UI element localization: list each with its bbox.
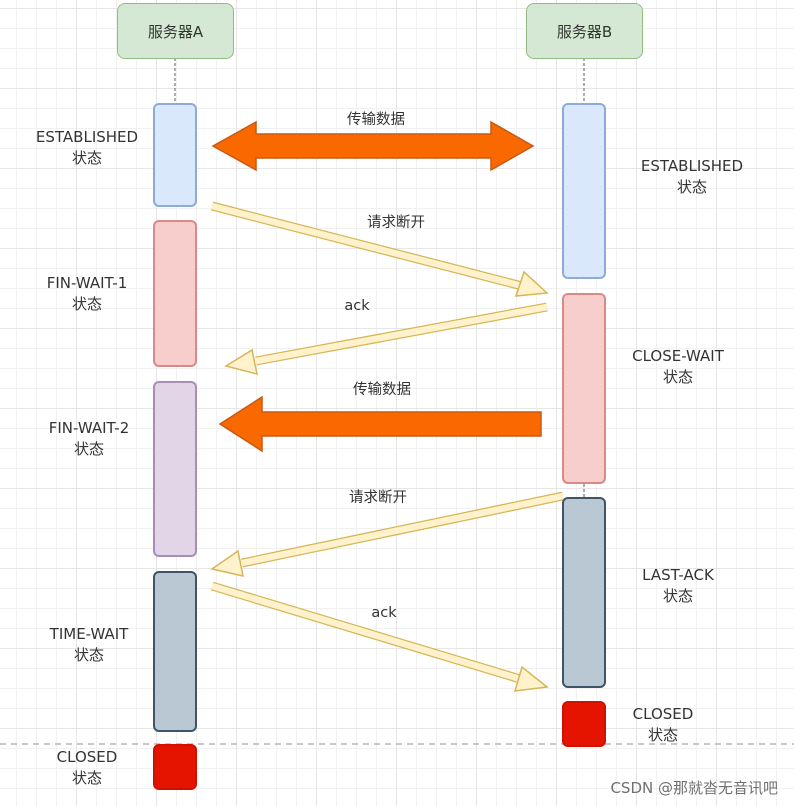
state-a-closed: CLOSED 状态	[57, 747, 118, 789]
state-b-last-ack-name: LAST-ACK	[642, 566, 714, 584]
bar-a-fin-wait-1	[153, 220, 197, 367]
state-a-established-name: ESTABLISHED	[35, 128, 139, 146]
fin-request-arrow-b-to-a	[210, 491, 564, 577]
state-b-last-ack: LAST-ACK 状态	[642, 565, 714, 607]
state-a-established: ESTABLISHED 状态	[36, 127, 138, 169]
state-b-last-ack-suffix: 状态	[662, 587, 694, 605]
server-b-box: 服务器B	[526, 3, 643, 59]
bar-b-last-ack	[562, 497, 606, 688]
state-a-fin-wait-2: FIN-WAIT-2 状态	[49, 418, 130, 460]
state-a-fin-wait-2-suffix: 状态	[73, 440, 105, 458]
data-transfer-double-arrow	[211, 120, 535, 172]
bar-a-closed	[153, 744, 197, 790]
state-b-established-suffix: 状态	[676, 178, 708, 196]
ack-arrow-a-to-b	[210, 581, 549, 692]
state-b-closed-name: CLOSED	[632, 705, 694, 723]
state-a-fin-wait-1-name: FIN-WAIT-1	[46, 274, 128, 292]
state-a-time-wait-name: TIME-WAIT	[49, 625, 129, 643]
bar-b-established	[562, 103, 606, 279]
bar-a-established	[153, 103, 197, 207]
state-a-established-suffix: 状态	[71, 149, 103, 167]
state-a-time-wait-suffix: 状态	[73, 646, 105, 664]
state-b-close-wait-name: CLOSE-WAIT	[632, 347, 724, 365]
state-a-fin-wait-1-suffix: 状态	[71, 295, 103, 313]
bar-a-time-wait	[153, 571, 197, 732]
msg-data-transfer-2: 传输数据	[353, 382, 411, 398]
server-a-box: 服务器A	[117, 3, 234, 59]
server-b-label: 服务器B	[556, 22, 613, 41]
data-transfer-arrow-b-to-a	[218, 395, 542, 453]
bar-b-closed	[562, 701, 606, 747]
state-b-established: ESTABLISHED 状态	[641, 156, 743, 198]
state-a-closed-name: CLOSED	[56, 748, 118, 766]
state-b-close-wait-suffix: 状态	[662, 368, 694, 386]
state-a-closed-suffix: 状态	[71, 769, 102, 787]
state-a-time-wait: TIME-WAIT 状态	[50, 624, 129, 666]
state-b-close-wait: CLOSE-WAIT 状态	[632, 346, 724, 388]
ack-arrow-b-to-a	[224, 302, 548, 376]
bar-b-close-wait	[562, 293, 606, 484]
state-a-fin-wait-1: FIN-WAIT-1 状态	[47, 273, 128, 315]
fin-request-arrow-a-to-b	[210, 201, 549, 297]
msg-fin-request-1: 请求断开	[367, 215, 425, 231]
bar-a-fin-wait-2	[153, 381, 197, 557]
state-b-established-name: ESTABLISHED	[640, 157, 744, 175]
state-b-closed-suffix: 状态	[647, 726, 678, 744]
msg-ack-1: ack	[344, 298, 370, 314]
msg-fin-request-2: 请求断开	[349, 490, 407, 506]
msg-data-transfer-1: 传输数据	[347, 112, 405, 128]
server-a-label: 服务器A	[147, 22, 204, 41]
msg-ack-2: ack	[371, 605, 397, 621]
state-a-fin-wait-2-name: FIN-WAIT-2	[48, 419, 130, 437]
csdn-watermark: CSDN @那就沓无音讯吧	[610, 779, 778, 797]
state-b-closed: CLOSED 状态	[633, 704, 694, 746]
